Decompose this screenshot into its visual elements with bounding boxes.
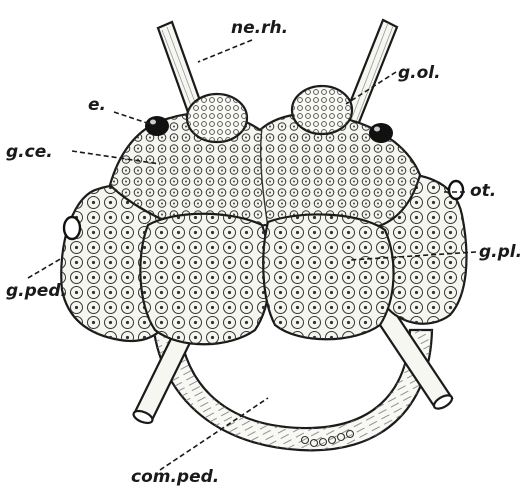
label-com-ped: com.ped. bbox=[131, 467, 219, 486]
label-ne-rh: ne.rh. bbox=[231, 18, 288, 38]
label-e: e. bbox=[88, 95, 106, 115]
optic-ganglion-right bbox=[292, 86, 352, 134]
otocyst-left bbox=[64, 217, 80, 239]
eye-left bbox=[145, 116, 169, 136]
label-g-pl: g.pl. bbox=[479, 242, 522, 262]
otocyst-right bbox=[449, 181, 463, 199]
label-g-ol: g.ol. bbox=[398, 63, 441, 83]
label-g-ped: g.ped. bbox=[6, 281, 67, 301]
label-ot: ot. bbox=[470, 181, 496, 201]
pleural-ganglion-right bbox=[263, 214, 393, 339]
optic-ganglion-left bbox=[187, 94, 247, 142]
label-g-ce: g.ce. bbox=[6, 142, 53, 162]
eye-right bbox=[369, 123, 393, 143]
pleural-ganglion-left bbox=[140, 214, 270, 345]
